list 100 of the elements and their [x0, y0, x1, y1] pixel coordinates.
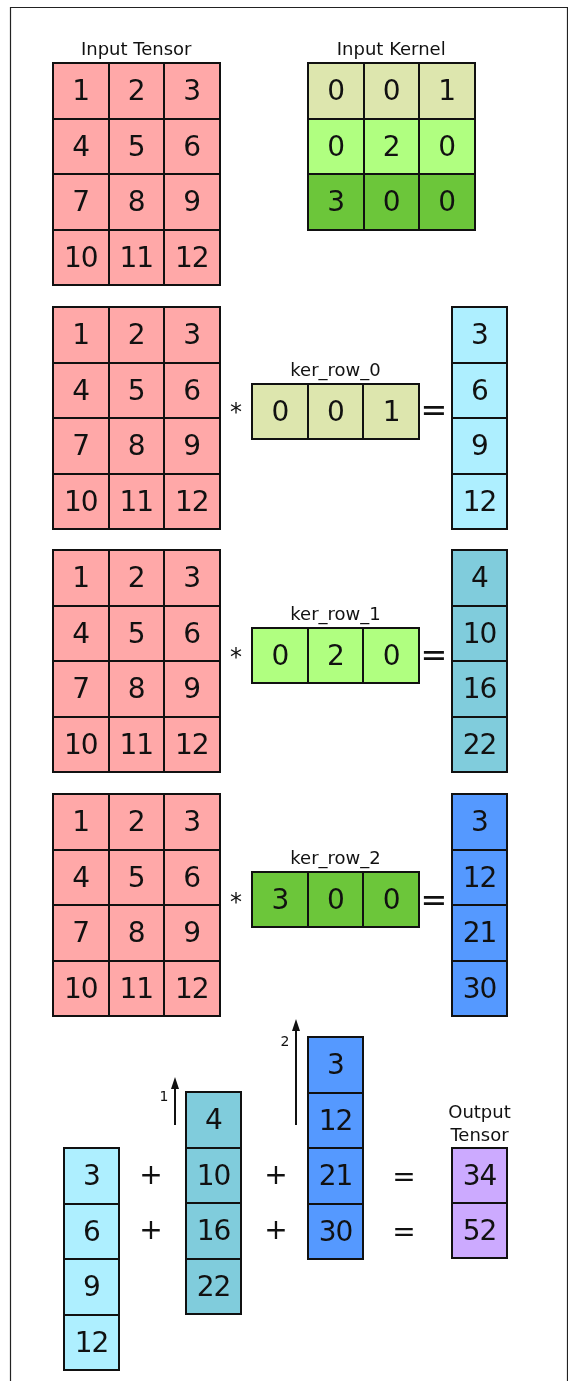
matrix-cell: 1 — [362, 383, 421, 440]
matrix-cell: 10 — [185, 1146, 242, 1204]
matrix-cell: 10 — [52, 472, 110, 530]
matrix-cell: 8 — [107, 660, 165, 718]
matrix-cell: 9 — [451, 417, 508, 475]
operator-symbol: = — [420, 394, 448, 426]
matrix-cell: 0 — [418, 173, 476, 231]
matrix-cell: 52 — [451, 1202, 508, 1259]
matrix-cell: 12 — [163, 472, 221, 530]
matrix-cell: 1 — [52, 62, 110, 120]
matrix-cell: 4 — [451, 549, 508, 607]
matrix-cell: 3 — [163, 549, 221, 607]
matrix-cell: 2 — [306, 627, 365, 684]
matrix-cell: 3 — [451, 793, 508, 851]
matrix-cell: 10 — [52, 715, 110, 773]
operator-symbol: = — [420, 639, 448, 671]
matrix-cell: 12 — [451, 848, 508, 906]
operator-symbol: * — [230, 645, 242, 669]
matrix-cell: 21 — [451, 904, 508, 962]
matrix-cell: 11 — [107, 959, 165, 1017]
shift-number: 1 — [159, 1089, 169, 1103]
matrix-cell: 10 — [52, 228, 110, 286]
matrix-cell: 6 — [163, 117, 221, 175]
matrix-cell: 0 — [362, 871, 421, 928]
matrix-title: ker_row_0 — [290, 358, 381, 381]
matrix-cell: 22 — [185, 1257, 242, 1315]
matrix-cell: 9 — [163, 904, 221, 962]
matrix-cell: 3 — [163, 793, 221, 851]
matrix-cell: 7 — [52, 417, 110, 475]
operator-symbol: + — [264, 1161, 288, 1189]
matrix-cell: 12 — [163, 228, 221, 286]
matrix-cell: 1 — [52, 793, 110, 851]
matrix-cell: 3 — [63, 1147, 120, 1205]
matrix-cell: 11 — [107, 715, 165, 773]
matrix-cell: 12 — [307, 1091, 364, 1149]
matrix-cell: 6 — [451, 361, 508, 419]
matrix-cell: 12 — [163, 959, 221, 1017]
matrix-cell: 6 — [63, 1202, 120, 1260]
matrix-cell: 6 — [163, 848, 221, 906]
operator-symbol: * — [230, 890, 242, 914]
matrix-cell: 0 — [418, 117, 476, 175]
matrix-cell: 30 — [307, 1202, 364, 1260]
matrix-title: ker_row_1 — [290, 602, 381, 625]
matrix-cell: 7 — [52, 660, 110, 718]
matrix-cell: 3 — [163, 62, 221, 120]
matrix-cell: 1 — [418, 62, 476, 120]
matrix-cell: 6 — [163, 604, 221, 662]
matrix-cell: 22 — [451, 715, 508, 773]
matrix-cell: 10 — [52, 959, 110, 1017]
matrix-cell: 30 — [451, 959, 508, 1017]
matrix-cell: 7 — [52, 173, 110, 231]
matrix-cell: 9 — [63, 1258, 120, 1316]
matrix-title: Input Kernel — [336, 37, 446, 60]
matrix-cell: 8 — [107, 904, 165, 962]
operator-symbol: = — [392, 1163, 416, 1191]
matrix-cell: 2 — [107, 62, 165, 120]
matrix-cell: 34 — [451, 1147, 508, 1204]
matrix-cell: 0 — [362, 173, 420, 231]
matrix-cell: 8 — [107, 173, 165, 231]
matrix-cell: 4 — [52, 604, 110, 662]
matrix-title: Input Tensor — [81, 37, 192, 60]
matrix-cell: 16 — [185, 1202, 242, 1260]
matrix-cell: 9 — [163, 417, 221, 475]
matrix-cell: 9 — [163, 660, 221, 718]
operator-symbol: + — [264, 1216, 288, 1244]
operator-symbol: * — [230, 400, 242, 424]
matrix-cell: 3 — [251, 871, 309, 928]
matrix-cell: 4 — [52, 848, 110, 906]
matrix-cell: 3 — [451, 306, 508, 364]
matrix-cell: 1 — [52, 306, 110, 364]
matrix-cell: 11 — [107, 228, 165, 286]
operator-symbol: + — [139, 1216, 163, 1244]
shift-number: 2 — [280, 1034, 290, 1048]
matrix-cell: 21 — [307, 1147, 364, 1205]
matrix-cell: 0 — [362, 62, 420, 120]
matrix-cell: 2 — [107, 549, 165, 607]
matrix-cell: 3 — [307, 173, 365, 231]
matrix-cell: 16 — [451, 660, 508, 718]
operator-symbol: = — [392, 1218, 416, 1246]
matrix-cell: 6 — [163, 361, 221, 419]
matrix-cell: 0 — [307, 117, 365, 175]
matrix-cell: 1 — [52, 549, 110, 607]
matrix-cell: 2 — [107, 306, 165, 364]
matrix-cell: 3 — [163, 306, 221, 364]
matrix-cell: 12 — [163, 715, 221, 773]
matrix-cell: 0 — [306, 871, 365, 928]
matrix-cell: 12 — [63, 1313, 120, 1371]
matrix-title: ker_row_2 — [290, 846, 381, 869]
matrix-cell: 0 — [362, 627, 421, 684]
matrix-cell: 2 — [107, 793, 165, 851]
operator-symbol: = — [420, 884, 448, 916]
matrix-cell: 4 — [52, 117, 110, 175]
matrix-cell: 0 — [306, 383, 365, 440]
matrix-cell: 4 — [52, 361, 110, 419]
matrix-title: Output Tensor — [447, 1101, 512, 1146]
operator-symbol: + — [139, 1161, 163, 1189]
matrix-cell: 12 — [451, 472, 508, 530]
matrix-cell: 10 — [451, 604, 508, 662]
matrix-cell: 3 — [307, 1036, 364, 1094]
matrix-cell: 4 — [185, 1091, 242, 1149]
